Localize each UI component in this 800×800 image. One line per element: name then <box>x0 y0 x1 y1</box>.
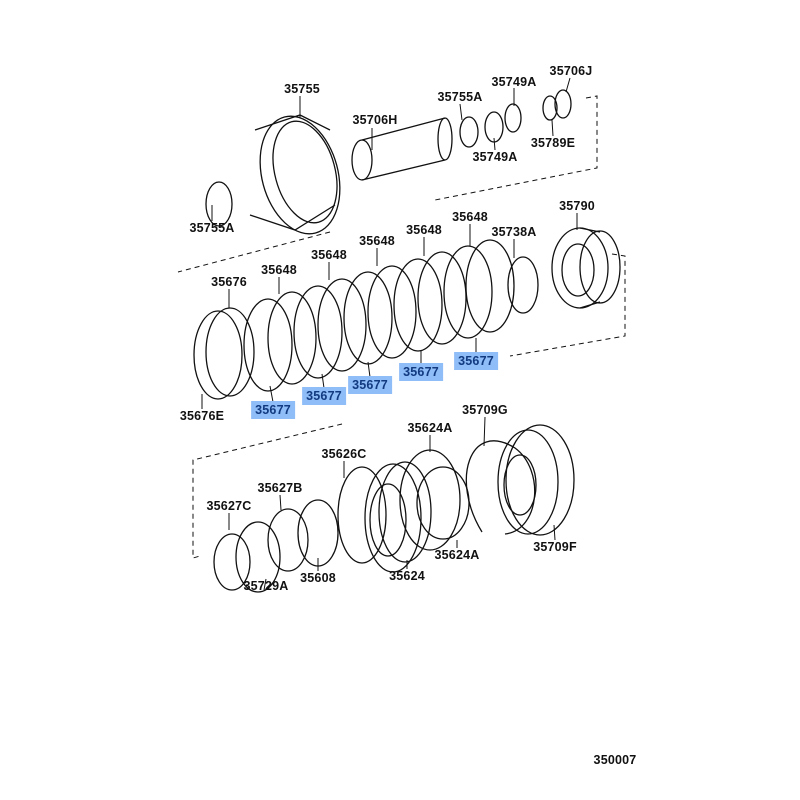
group-boundary-lines <box>177 95 626 559</box>
part-label-35677-highlighted[interactable]: 35677 <box>399 363 443 381</box>
part-label-35677-highlighted[interactable]: 35677 <box>251 401 295 419</box>
ring-35749A-b <box>504 103 522 133</box>
snap-ring-35755A <box>205 181 233 227</box>
part-label-35677-highlighted[interactable]: 35677 <box>454 352 498 370</box>
ring-35749A-a <box>484 111 504 143</box>
part-label-35709F[interactable]: 35709F <box>533 540 577 554</box>
spring-35709G <box>465 440 536 535</box>
part-label-35706H[interactable]: 35706H <box>352 113 398 127</box>
part-label-35648[interactable]: 35648 <box>406 223 442 237</box>
part-label-35677-highlighted[interactable]: 35677 <box>302 387 346 405</box>
part-label-35624A[interactable]: 35624A <box>407 421 453 435</box>
part-label-35738A[interactable]: 35738A <box>491 225 537 239</box>
part-label-35624A[interactable]: 35624A <box>434 548 480 562</box>
part-label-35626C[interactable]: 35626C <box>321 447 367 461</box>
part-label-35648[interactable]: 35648 <box>359 234 395 248</box>
ring-35627B <box>267 508 309 572</box>
part-label-35706J[interactable]: 35706J <box>549 64 593 78</box>
part-label-35608[interactable]: 35608 <box>300 571 336 585</box>
part-label-35627C[interactable]: 35627C <box>206 499 252 513</box>
diagram-id: 350007 <box>593 753 637 767</box>
part-label-35648[interactable]: 35648 <box>311 248 347 262</box>
part-label-35749A[interactable]: 35749A <box>491 75 537 89</box>
race-35706J <box>554 89 572 119</box>
ring-35755A <box>459 116 479 148</box>
part-label-35676E[interactable]: 35676E <box>179 409 225 423</box>
part-label-35709G[interactable]: 35709G <box>462 403 508 417</box>
part-label-35790[interactable]: 35790 <box>559 199 595 213</box>
part-label-35755A[interactable]: 35755A <box>189 221 235 235</box>
ring-35626C <box>337 466 387 564</box>
part-label-35627B[interactable]: 35627B <box>257 481 303 495</box>
snap-ring-35627C <box>213 533 251 591</box>
part-label-35789E[interactable]: 35789E <box>530 136 576 150</box>
part-label-35749A[interactable]: 35749A <box>472 150 518 164</box>
shaft-35706H <box>351 117 453 181</box>
plate-35738A <box>507 256 539 314</box>
part-label-35648[interactable]: 35648 <box>452 210 488 224</box>
clutch-discs <box>193 239 515 400</box>
seal-35624A-inner <box>416 466 470 540</box>
drum-35755 <box>249 114 341 235</box>
ring-35729A <box>235 521 281 593</box>
piston-35624 <box>364 461 432 573</box>
hub-35790 <box>551 227 621 309</box>
drum-35709F <box>497 424 575 536</box>
part-label-35755A[interactable]: 35755A <box>437 90 483 104</box>
bearing-35608 <box>297 499 339 567</box>
part-label-35755[interactable]: 35755 <box>284 82 320 96</box>
part-label-35676[interactable]: 35676 <box>211 275 247 289</box>
part-label-35624[interactable]: 35624 <box>389 569 425 583</box>
leader-lines <box>201 77 578 591</box>
bearing-35789E <box>542 95 558 121</box>
part-label-35729A[interactable]: 35729A <box>243 579 289 593</box>
part-label-35648[interactable]: 35648 <box>261 263 297 277</box>
part-label-35677-highlighted[interactable]: 35677 <box>348 376 392 394</box>
